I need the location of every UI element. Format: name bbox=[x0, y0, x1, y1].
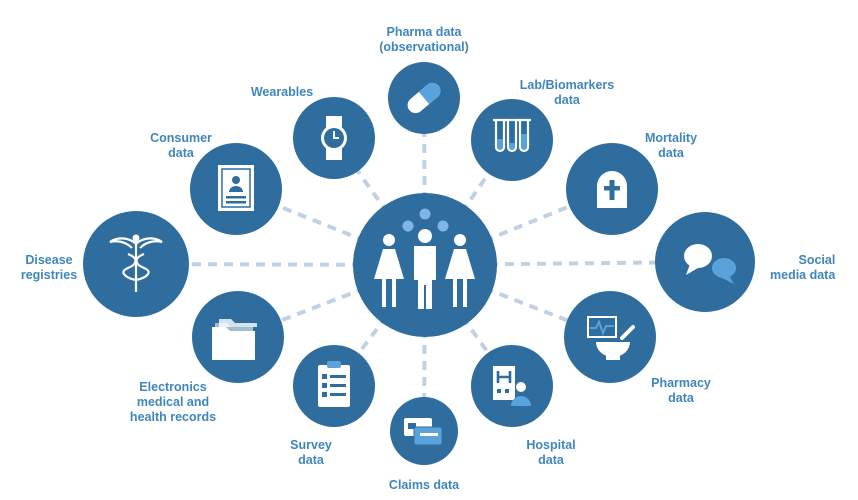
node-survey bbox=[293, 345, 375, 427]
label-mortality: Mortality data bbox=[644, 131, 698, 160]
connector-pharma bbox=[422, 97, 427, 266]
label-hospital: Hospital data bbox=[526, 438, 576, 467]
gravestone-icon bbox=[597, 171, 627, 208]
node-consumer bbox=[190, 143, 282, 235]
node-disease bbox=[83, 211, 189, 317]
node-claims bbox=[390, 397, 458, 465]
caduceus-icon bbox=[109, 237, 163, 292]
label-survey: Survey data bbox=[290, 438, 332, 467]
node-wearables bbox=[293, 97, 375, 179]
node-mortality bbox=[566, 143, 658, 235]
center-hub bbox=[353, 193, 497, 337]
hospital-icon bbox=[493, 366, 531, 406]
node-lab bbox=[471, 99, 553, 181]
node-social bbox=[655, 212, 755, 312]
profile-document-icon bbox=[218, 165, 254, 211]
label-pharmacy: Pharmacy data bbox=[651, 376, 711, 405]
node-ehr bbox=[192, 291, 284, 383]
credit-cards-icon bbox=[404, 418, 443, 446]
node-hospital bbox=[471, 345, 553, 427]
node-pharma bbox=[388, 62, 460, 134]
label-ehr: Electronics medical and health records bbox=[129, 380, 217, 424]
node-pharmacy bbox=[564, 291, 656, 383]
people-group-icon bbox=[374, 208, 475, 309]
connector-claims bbox=[422, 264, 427, 432]
watch-icon bbox=[321, 116, 347, 160]
pill-icon bbox=[407, 82, 441, 114]
speech-bubbles-icon bbox=[684, 244, 736, 284]
label-disease: Disease registries bbox=[20, 253, 78, 282]
label-pharma: Pharma data (observational) bbox=[379, 25, 469, 54]
label-lab: Lab/Biomarkers data bbox=[519, 78, 615, 107]
label-social: Social media data bbox=[770, 253, 836, 282]
label-consumer: Consumer data bbox=[150, 131, 212, 160]
mortar-pestle-icon bbox=[587, 316, 635, 360]
folder-icon bbox=[212, 319, 257, 360]
label-claims: Claims data bbox=[388, 478, 460, 492]
checklist-icon bbox=[318, 361, 350, 407]
test-tubes-icon bbox=[493, 118, 531, 153]
label-wearables: Wearables bbox=[250, 85, 314, 99]
